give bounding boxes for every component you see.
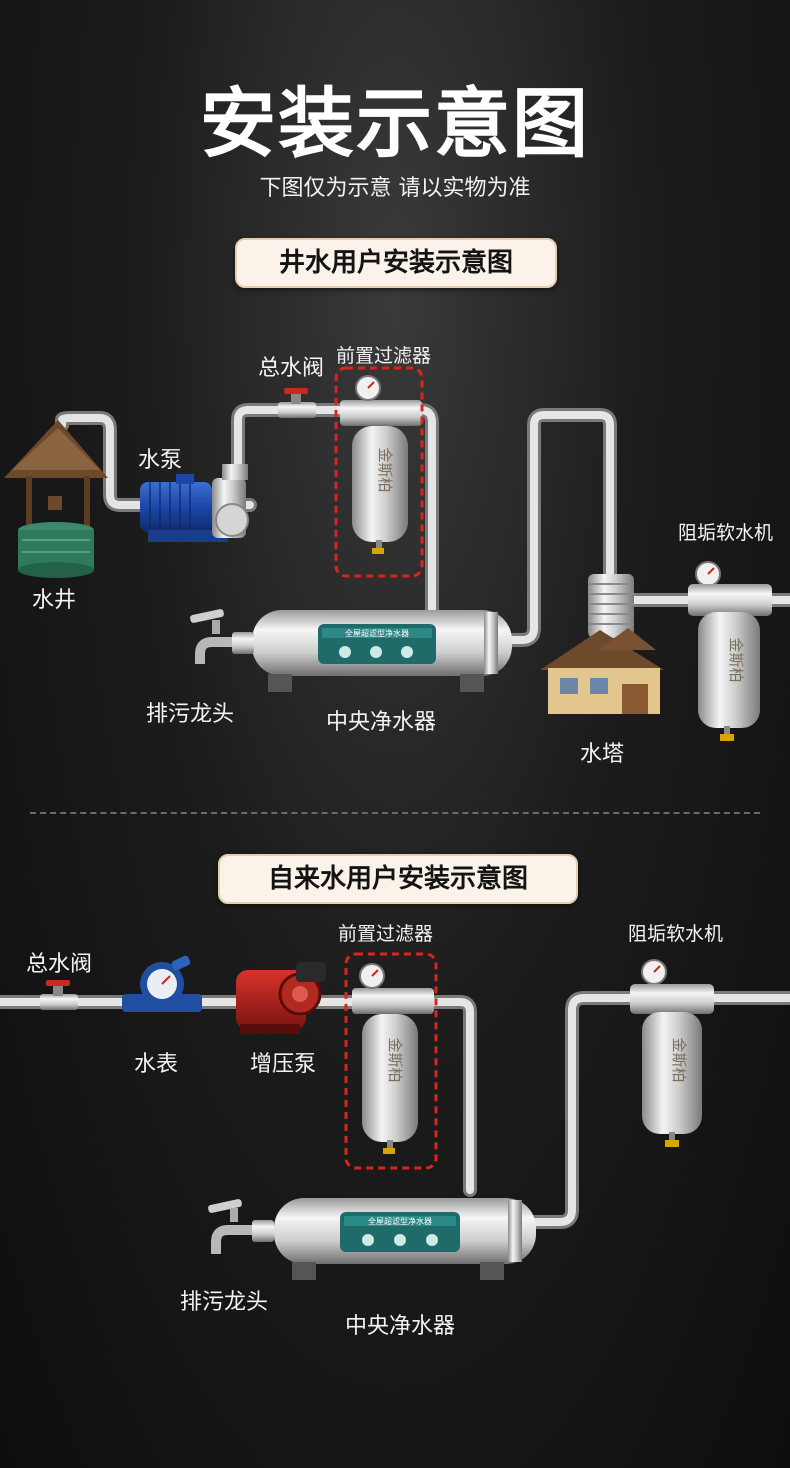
brand-mark-filter-1: 金斯柏	[376, 447, 394, 492]
label-pre-filter-1: 前置过滤器	[336, 345, 432, 367]
brand-mark-softener-1: 金斯柏	[727, 637, 745, 682]
label-pump: 水泵	[138, 448, 183, 473]
softener-icon	[688, 561, 772, 741]
filter-icon	[340, 375, 422, 554]
softener-icon-2	[630, 959, 714, 1147]
pre-filter-highlight-2	[344, 952, 438, 1170]
label-main-valve-2: 总水阀	[26, 952, 93, 977]
label-softener-2: 阻垢软水机	[628, 923, 724, 945]
purifier-icon	[252, 610, 512, 692]
purifier-plate-2: 全屋超滤型净水器	[368, 1216, 432, 1226]
booster-pump-icon	[236, 962, 326, 1034]
house-icon	[540, 628, 664, 714]
pre-filter-highlight	[334, 366, 424, 578]
page-subtitle: 下图仅为示意 请以实物为准	[259, 176, 531, 201]
water-meter-icon	[122, 955, 202, 1012]
water-tower-icon	[588, 574, 634, 638]
label-well: 水井	[32, 588, 77, 613]
section-heading-tap: 自来水用户安装示意图	[218, 854, 578, 904]
well-icon	[4, 420, 108, 578]
faucet-icon	[190, 609, 254, 664]
label-pre-filter-2: 前置过滤器	[338, 923, 434, 945]
filter-icon-2	[352, 963, 434, 1154]
label-softener-1: 阻垢软水机	[678, 522, 774, 544]
label-drain-tap-2: 排污龙头	[180, 1290, 269, 1315]
label-central-purifier-2: 中央净水器	[345, 1314, 456, 1339]
valve-icon-2	[40, 980, 78, 1010]
label-water-tower: 水塔	[580, 742, 625, 767]
purifier-plate-1: 全屋超滤型净水器	[345, 628, 409, 638]
label-booster-pump: 增压泵	[250, 1052, 317, 1077]
section-heading-well: 井水用户安装示意图	[235, 238, 557, 288]
label-water-meter: 水表	[134, 1052, 179, 1077]
brand-mark-softener-2: 金斯柏	[670, 1037, 688, 1082]
label-drain-tap-1: 排污龙头	[146, 702, 235, 727]
section-divider	[30, 812, 760, 814]
brand-mark-filter-2: 金斯柏	[386, 1037, 404, 1082]
tap-pipes	[0, 991, 790, 1229]
pump-icon	[140, 464, 249, 542]
valve-icon	[278, 388, 316, 418]
label-main-valve-1: 总水阀	[258, 356, 325, 381]
page-title: 安装示意图	[200, 79, 590, 168]
purifier-icon-2	[274, 1198, 536, 1280]
label-central-purifier-1: 中央净水器	[326, 710, 437, 735]
faucet-icon-2	[208, 1199, 274, 1254]
